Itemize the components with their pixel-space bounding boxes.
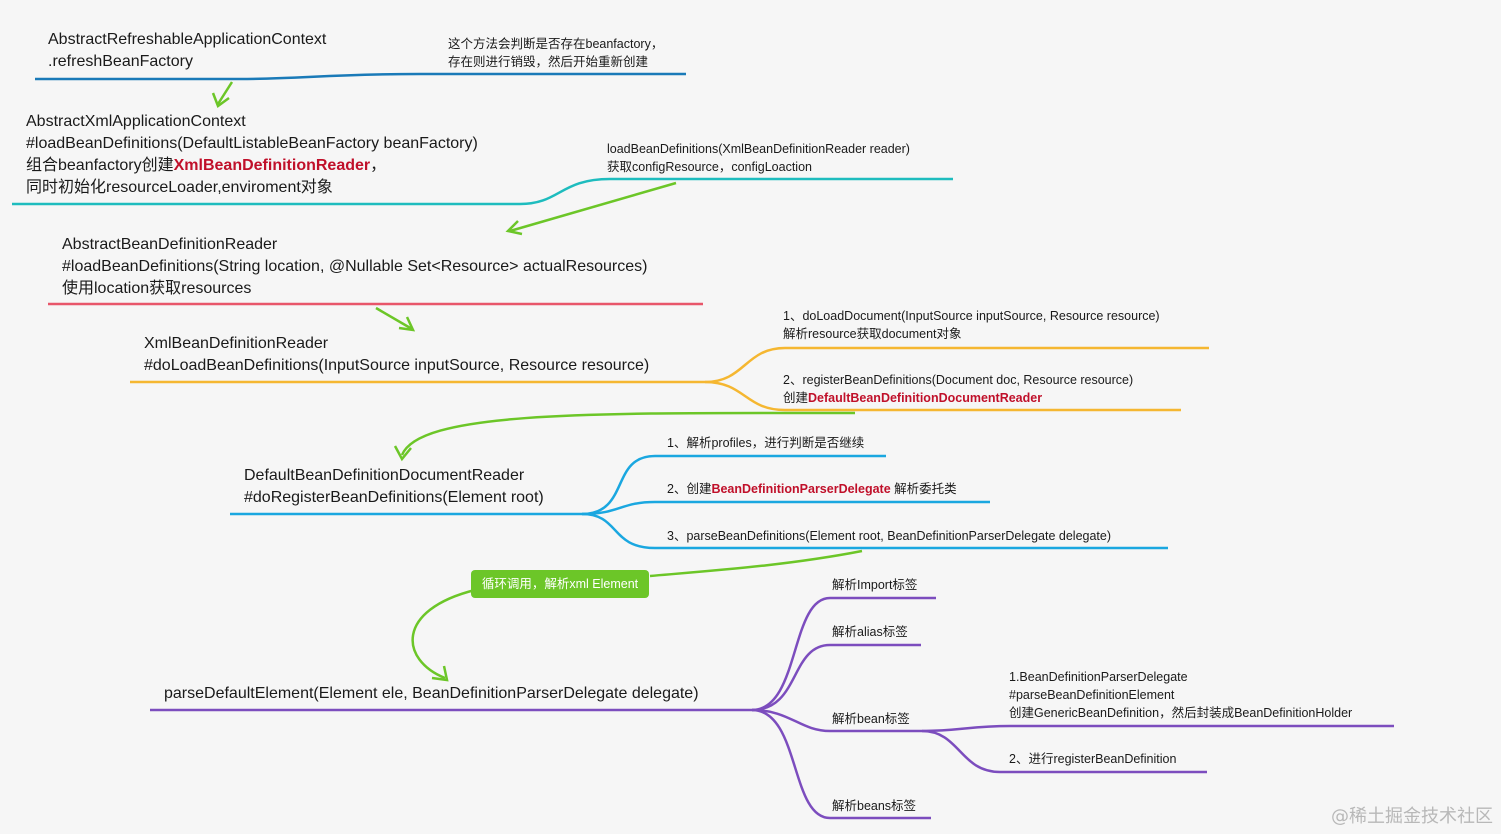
n1-note-line1: 这个方法会判断是否存在beanfactory， [448,37,664,51]
arrow-loop-top [649,549,863,578]
arrow-n2-n3 [509,181,677,233]
n2-line3-highlight: XmlBeanDefinitionReader [173,157,371,174]
n6-b3-child-2-label: 2、进行registerBeanDefinition [1009,752,1177,766]
n4-line1: XmlBeanDefinitionReader [144,335,329,352]
loop-badge-text: 循环调用，解析xml Element [481,577,639,591]
n5-b2-prefix: 2、创建 [667,482,712,496]
n2-line4: 同时初始化resourceLoader,enviroment对象 [26,179,333,196]
n2-line3-suffix: ， [370,157,387,174]
n4-b1-line1: 1、doLoadDocument(InputSource inputSource… [783,309,1160,323]
n6-branch-2 [751,643,921,712]
n1-line1: AbstractRefreshableApplicationContext [48,31,327,48]
n6-branch-3-label: 解析bean标签 [832,712,910,726]
n3-line1: AbstractBeanDefinitionReader [62,236,278,253]
n5-branch-3-label: 3、parseBeanDefinitions(Element root, Bea… [667,529,1112,543]
n6-b3-child-1-label: 1.BeanDefinitionParserDelegate #parseBea… [1009,668,1352,722]
n1-label: AbstractRefreshableApplicationContext .r… [48,29,326,73]
n5-label: DefaultBeanDefinitionDocumentReader #doR… [244,465,544,509]
n2-line1: AbstractXmlApplicationContext [26,113,246,130]
n5-branch-3 [581,512,1168,550]
n3-line2: #loadBeanDefinitions(String location, @N… [62,258,648,275]
n2-note: loadBeanDefinitions(XmlBeanDefinitionRea… [607,140,910,176]
arrow-n1-n2 [216,81,234,105]
n2-note-line1: loadBeanDefinitions(XmlBeanDefinitionRea… [607,142,910,156]
n6-b3-child-1 [921,724,1394,733]
n4-branch-2 [704,380,1181,412]
n2-note-line2: 获取configResource，configLoaction [607,160,812,174]
n5-b2-suffix: 解析委托类 [890,482,957,496]
arrow-loop-bottom [411,588,476,680]
n5-branch-2-label: 2、创建BeanDefinitionParserDelegate 解析委托类 [667,480,957,498]
n1-note: 这个方法会判断是否存在beanfactory， 存在则进行销毁，然后开始重新创建 [448,35,663,71]
n5-branch-1 [581,454,886,516]
n4-b2-line2: 创建DefaultBeanDefinitionDocumentReader [783,389,1133,407]
n4-b2-line2-prefix: 创建 [783,391,809,405]
n6-branch-1 [751,596,936,712]
n2-line3: 组合beanfactory创建XmlBeanDefinitionReader， [26,155,478,177]
n1-note-line2: 存在则进行销毁，然后开始重新创建 [448,55,649,69]
n6-b3-child-2 [921,729,1207,774]
n5-line2: #doRegisterBeanDefinitions(Element root) [244,489,544,506]
n2-line3-prefix: 组合beanfactory创建 [26,157,174,174]
n6-b3-c1-line2: #parseBeanDefinitionElement [1009,688,1175,702]
n1-line2: .refreshBeanFactory [48,53,193,70]
n2-underline [12,177,953,206]
arrow-n4-n5 [400,411,856,456]
n2-line2: #loadBeanDefinitions(DefaultListableBean… [26,135,478,152]
n5-branch-1-label: 1、解析profiles，进行判断是否继续 [667,436,865,450]
n1-underline [35,72,686,81]
n6-branch-4-label: 解析beans标签 [832,799,917,813]
n5-line1: DefaultBeanDefinitionDocumentReader [244,467,525,484]
arrow-n1-n2-head [211,92,230,108]
n4-line2: #doLoadBeanDefinitions(InputSource input… [144,357,650,374]
n6-label: parseDefaultElement(Element ele, BeanDef… [164,685,699,702]
n3-line3: 使用location获取resources [62,280,252,297]
n4-b1-line2: 解析resource获取document对象 [783,327,962,341]
n4-label: XmlBeanDefinitionReader #doLoadBeanDefin… [144,333,649,377]
n6-branch-1-label: 解析Import标签 [832,578,918,592]
n2-label: AbstractXmlApplicationContext #loadBeanD… [26,111,478,199]
n4-b2-line1: 2、registerBeanDefinitions(Document doc, … [783,373,1134,387]
n3-label: AbstractBeanDefinitionReader #loadBeanDe… [62,234,647,300]
n6-b3-c1-line1: 1.BeanDefinitionParserDelegate [1009,670,1188,684]
n4-branch-2-label: 2、registerBeanDefinitions(Document doc, … [783,371,1133,407]
arrow-n3-n4 [375,306,413,331]
n5-branch-2 [581,500,990,516]
n4-branch-1 [704,346,1209,384]
n6-branch-4 [751,708,931,820]
n6-branch-3 [751,708,922,733]
n5-b2-highlight: BeanDefinitionParserDelegate [711,482,891,496]
arrow-n3-n4-head [398,316,416,332]
loop-badge: 循环调用，解析xml Element [471,570,649,598]
arrow-n2-n3-head [505,220,523,236]
n4-branch-1-label: 1、doLoadDocument(InputSource inputSource… [783,307,1160,343]
n6-branch-2-label: 解析alias标签 [832,625,908,639]
watermark: @稀土掘金技术社区 [1331,806,1493,827]
n4-b2-line2-highlight: DefaultBeanDefinitionDocumentReader [808,391,1043,405]
n6-b3-c1-line3: 创建GenericBeanDefinition，然后封装成BeanDefinit… [1009,706,1353,720]
arrow-loop-head [431,665,449,682]
arrow-n4-n5-head [393,445,412,462]
